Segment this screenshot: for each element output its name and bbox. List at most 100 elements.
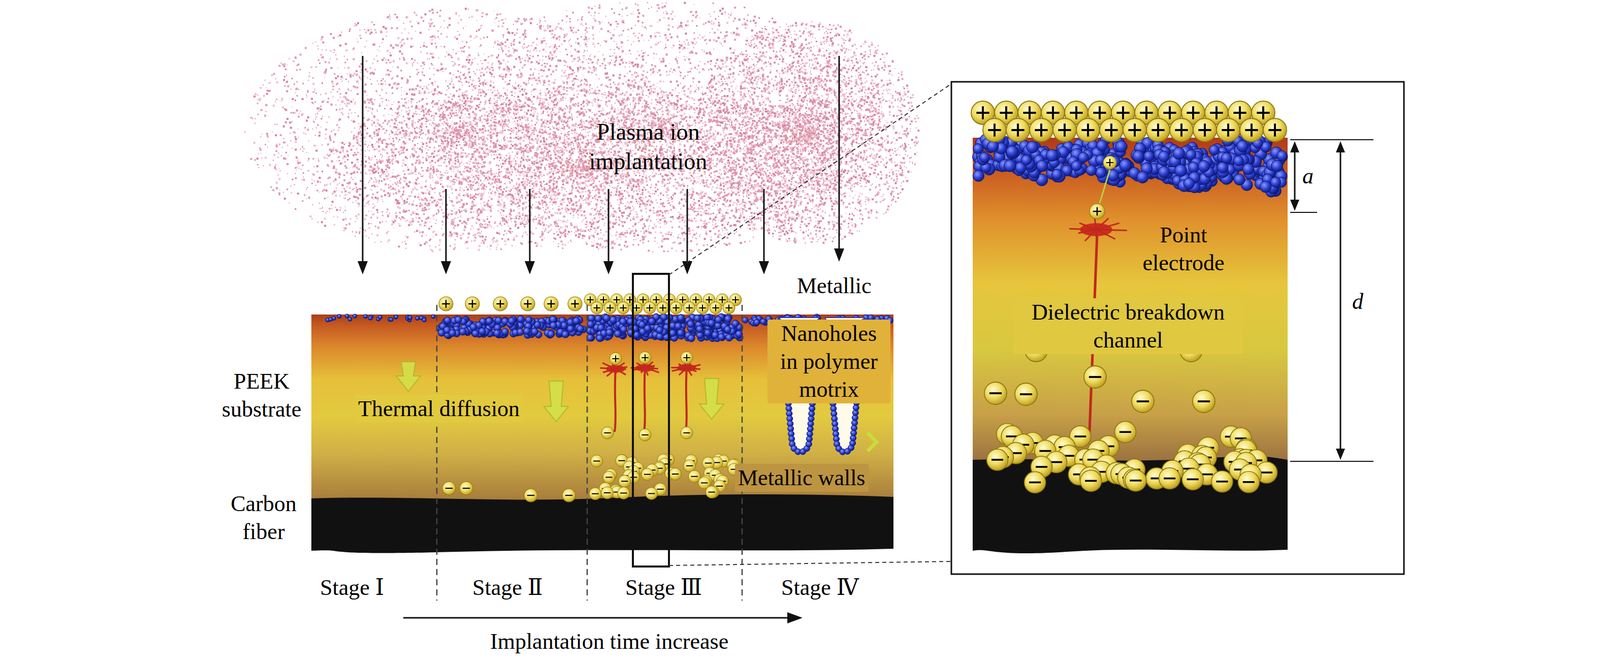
- ion-body: [722, 301, 735, 314]
- plus-sign: [1244, 123, 1258, 137]
- ion-body: [683, 301, 696, 314]
- metal-atom: [471, 329, 479, 337]
- implant-arrow: [524, 188, 535, 275]
- negative-ion: [1080, 469, 1102, 492]
- minus-sign: [618, 459, 626, 461]
- ion-body: [1263, 118, 1287, 142]
- minus-sign: [991, 458, 1004, 461]
- ion-body: [601, 426, 614, 439]
- inset-carbon: [972, 456, 1288, 554]
- metal-atom: [577, 325, 585, 333]
- positive-ion: [609, 352, 622, 365]
- arrow-head: [440, 261, 452, 275]
- plus-sign: [586, 296, 594, 303]
- zoom-leader: [668, 561, 952, 566]
- metal-atom: [347, 316, 352, 322]
- metal-atom: [677, 314, 685, 322]
- minus-sign: [618, 460, 625, 462]
- metal-atom: [648, 317, 656, 325]
- ion-body: [643, 301, 656, 314]
- ion-body: [986, 449, 1009, 471]
- conduction-path: [1099, 169, 1110, 204]
- minus-sign: [644, 473, 651, 475]
- negative-ion: [641, 468, 654, 481]
- plus-sign: [496, 299, 504, 308]
- minus-sign: [716, 485, 723, 487]
- negative-ion: [1211, 470, 1233, 493]
- breakdown-channel: [614, 368, 616, 432]
- plus-sign: [1268, 123, 1282, 137]
- minus-sign: [603, 432, 611, 434]
- minus-sign: [656, 488, 664, 490]
- ion-body: [1239, 118, 1264, 142]
- thermal-arrow: [544, 380, 569, 422]
- arrow-shaft: [838, 55, 841, 251]
- negative-ion: [1114, 421, 1137, 443]
- positive-ion: [643, 301, 656, 314]
- minus-sign: [708, 491, 715, 493]
- plus-sign: [1186, 106, 1200, 119]
- ion-body: [602, 470, 616, 484]
- ion-body: [982, 118, 1007, 142]
- plus-sign: [1011, 123, 1024, 137]
- ion-body: [1181, 468, 1204, 490]
- metal-atom: [660, 313, 668, 321]
- ion-body: [1052, 118, 1077, 142]
- plus-sign: [712, 304, 719, 311]
- positive-ion: [617, 301, 630, 314]
- minus-sign: [1242, 481, 1255, 484]
- positive-ion: [722, 301, 735, 314]
- ion-body: [600, 486, 614, 499]
- ion-body: [683, 459, 696, 472]
- ion-body: [544, 296, 559, 311]
- text-label: d: [1352, 287, 1364, 316]
- metal-atom: [523, 327, 531, 335]
- metal-atom: [389, 317, 394, 322]
- ion-body: [1099, 118, 1124, 142]
- plus-sign: [613, 296, 620, 303]
- minus-sign: [445, 487, 453, 489]
- negative-ion: [1125, 469, 1147, 492]
- plus-sign: [1104, 123, 1118, 137]
- metal-atom: [1051, 169, 1063, 180]
- time-arrow: [403, 617, 790, 619]
- plus-sign: [641, 354, 649, 361]
- metal-atom: [1071, 160, 1082, 171]
- metal-atom: [594, 314, 602, 323]
- metal-atom: [711, 332, 719, 340]
- negative-ion: [1024, 471, 1046, 493]
- metal-atom: [449, 329, 457, 337]
- plus-sign: [1209, 106, 1223, 119]
- minus-sign: [1129, 479, 1142, 482]
- plus-sign: [976, 106, 989, 119]
- plus-sign: [1069, 106, 1083, 119]
- minus-sign: [1163, 477, 1176, 480]
- plasma-cloud: [244, 2, 920, 253]
- ion-body: [1114, 421, 1137, 443]
- metal-atom: [677, 329, 685, 337]
- plus-sign: [683, 354, 690, 361]
- plus-sign: [1233, 106, 1246, 119]
- ion-body: [589, 487, 602, 500]
- negative-ion: [442, 481, 456, 495]
- metal-atom: [566, 325, 574, 333]
- dimension-line: [1290, 211, 1318, 213]
- metal-atom: [1221, 152, 1232, 164]
- minus-sign: [1089, 375, 1102, 378]
- text-label: Thermal diffusion: [355, 394, 523, 423]
- metal-atom: [609, 316, 617, 324]
- burst-ray: [645, 365, 655, 368]
- burst-ray: [615, 366, 628, 369]
- burst-ray: [686, 364, 701, 368]
- positive-ion: [1103, 155, 1117, 170]
- ion-body: [493, 296, 508, 311]
- implant-arrow: [440, 188, 452, 275]
- ion-body: [590, 454, 603, 467]
- negative-ion: [601, 426, 614, 439]
- ion-body: [442, 481, 456, 495]
- minus-sign: [683, 432, 690, 434]
- minus-sign: [648, 492, 655, 494]
- text-label: PEEK substrate: [208, 367, 315, 424]
- ion-body: [1169, 118, 1194, 142]
- zoom-leader: [668, 83, 952, 275]
